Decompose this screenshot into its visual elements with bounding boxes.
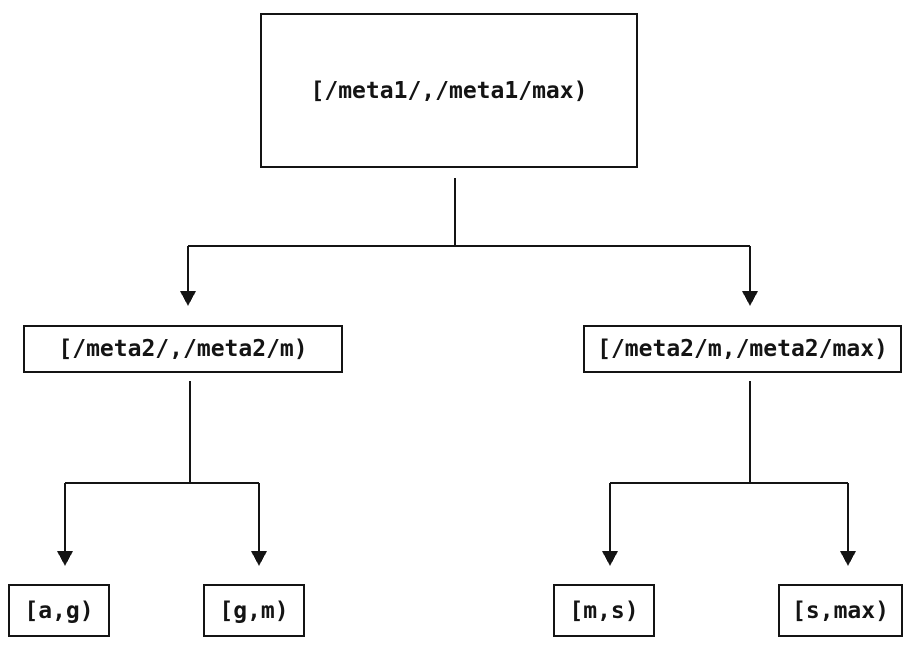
tree-node-left-child-label: [/meta2/,/meta2/m) — [58, 336, 308, 362]
tree-node-leaf-ag-label: [a,g) — [24, 597, 94, 624]
tree-node-leaf-gm-label: [g,m) — [219, 597, 289, 624]
tree-node-root: [/meta1/,/meta1/max) — [260, 13, 638, 168]
arrowhead-icon — [602, 551, 618, 566]
tree-node-leaf-ms: [m,s) — [553, 584, 655, 637]
arrowhead-icon — [180, 291, 196, 306]
tree-node-left-child: [/meta2/,/meta2/m) — [23, 325, 343, 373]
tree-node-right-child-label: [/meta2/m,/meta2/max) — [597, 336, 888, 362]
tree-node-leaf-smax: [s,max) — [778, 584, 903, 637]
tree-node-root-label: [/meta1/,/meta1/max) — [310, 77, 588, 104]
tree-node-leaf-ms-label: [m,s) — [569, 597, 639, 624]
tree-node-leaf-ag: [a,g) — [8, 584, 110, 637]
tree-node-right-child: [/meta2/m,/meta2/max) — [583, 325, 902, 373]
arrowhead-icon — [742, 291, 758, 306]
arrowhead-icon — [57, 551, 73, 566]
edge-right-to-leaves — [602, 381, 856, 566]
arrowhead-icon — [840, 551, 856, 566]
edge-left-to-leaves — [57, 381, 267, 566]
tree-node-leaf-gm: [g,m) — [203, 584, 305, 637]
arrowhead-icon — [251, 551, 267, 566]
edge-root-to-children — [180, 178, 758, 306]
tree-node-leaf-smax-label: [s,max) — [792, 597, 889, 624]
